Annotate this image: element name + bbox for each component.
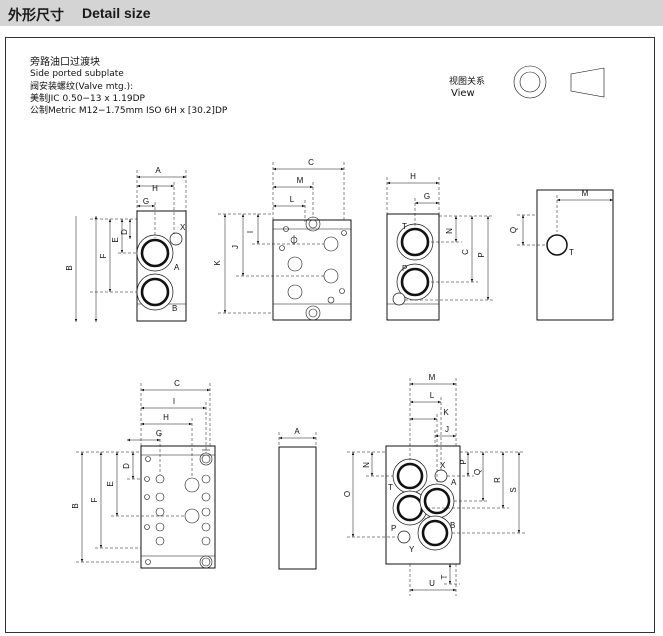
- view3-dim-n: N: [445, 228, 454, 234]
- view7-top-view: M L K J P Q R S N O U T T A P B X Y: [343, 373, 525, 596]
- view1-dim-a: A: [155, 166, 161, 175]
- view1-label-port-a: A: [174, 263, 180, 272]
- view1-port-a: [136, 234, 174, 272]
- view2-dim-m: M: [297, 176, 304, 185]
- view1-dim-e: E: [111, 237, 120, 242]
- view5-dim-b: B: [71, 503, 80, 508]
- view6-end-view: A: [278, 427, 317, 570]
- view4-label-port-t: T: [569, 248, 574, 257]
- view-legend-symbol: [513, 65, 605, 99]
- view2-dim-k: K: [213, 260, 222, 266]
- view5-dim-g: G: [156, 429, 162, 438]
- view7-label-port-a: A: [451, 478, 457, 487]
- view7-dim-j: J: [445, 425, 449, 434]
- view7-dim-m: M: [429, 373, 436, 382]
- view7-label-port-b: B: [450, 521, 455, 530]
- view7-port-b: [417, 515, 453, 551]
- view1-dim-g: G: [143, 197, 149, 206]
- view3-label-port-t: T: [402, 222, 407, 231]
- note-metric-thread: 公制Metric M12−1.75mm ISO 6H x [30.2]DP: [30, 106, 228, 116]
- view1-port-b: [136, 273, 174, 311]
- view5-dim-c: C: [174, 379, 180, 388]
- view4-side-view: M Q T: [509, 189, 614, 321]
- view7-label-port-t: T: [388, 483, 393, 492]
- view-legend-label-cn: 视图关系: [449, 77, 486, 87]
- view5-dim-f: F: [90, 497, 99, 502]
- view2-dim-c: C: [308, 158, 314, 167]
- drawing-frame: [5, 37, 655, 633]
- view3-dim-g: G: [424, 192, 430, 201]
- view7-port-p: [392, 490, 428, 526]
- view7-port-a: [419, 483, 455, 519]
- view1-dim-h: H: [152, 184, 158, 193]
- view7-dim-s: S: [509, 487, 518, 492]
- note-jic-thread: 美制JIC 0.50−13 x 1.19DP: [30, 94, 145, 104]
- view7-dim-r: R: [493, 477, 502, 483]
- view1-label-x: X: [180, 223, 186, 232]
- view4-dim-q: Q: [509, 227, 518, 233]
- view7-label-port-p: P: [391, 524, 396, 533]
- view7-label-port-x: X: [440, 461, 446, 470]
- note-subplate-en: Side ported subplate: [30, 69, 124, 79]
- view5-dim-e: E: [106, 481, 115, 486]
- view1-label-port-b: B: [172, 304, 177, 313]
- view3-dim-h: H: [410, 172, 416, 181]
- view2-dim-l: L: [290, 195, 295, 204]
- header-title-cn: 外形尺寸: [8, 8, 64, 24]
- view5-dim-h: H: [163, 413, 169, 422]
- view3-dim-p: P: [477, 252, 486, 257]
- view1-dim-b: B: [65, 265, 74, 270]
- view2-side-view: C M L I J K: [213, 158, 352, 321]
- view7-dim-n: N: [362, 462, 371, 468]
- view3-label-port-p: P: [402, 264, 407, 273]
- view2-dim-j: J: [231, 245, 240, 249]
- view7-dim-u: U: [429, 579, 435, 588]
- note-valve-mtg: 阀安装螺纹(Valve mtg.):: [30, 82, 134, 92]
- header-title-en: Detail size: [82, 5, 151, 21]
- view5-dim-i: I: [173, 397, 175, 406]
- view7-dim-q: Q: [473, 469, 482, 475]
- view5-dim-d: D: [122, 463, 131, 469]
- view1-dim-d: D: [120, 229, 129, 235]
- view7-dim-o: O: [343, 491, 352, 497]
- view1-side-view: A H G D E F B X A B: [65, 166, 187, 322]
- view1-dim-f: F: [99, 253, 108, 258]
- view6-dim-a: A: [294, 427, 300, 436]
- view7-dim-l: L: [430, 391, 435, 400]
- view7-dim-t: T: [440, 574, 449, 579]
- view2-dim-i: I: [246, 231, 255, 233]
- view5-front-view: C I H G D E F B: [71, 379, 216, 569]
- view7-dim-k: K: [443, 408, 449, 417]
- note-subplate-cn: 旁路油口过渡块: [30, 57, 100, 68]
- view-legend-label-en: View: [451, 88, 475, 99]
- view3-dim-c: C: [461, 249, 470, 255]
- section-header: 外形尺寸 Detail size: [0, 0, 663, 26]
- view3-port-t: [396, 223, 434, 261]
- view7-port-t: [392, 458, 428, 494]
- view7-label-port-y: Y: [409, 545, 415, 554]
- view3-side-view: H G N C P T P: [386, 172, 494, 321]
- view4-dim-m: M: [582, 189, 589, 198]
- view7-dim-p: P: [459, 459, 468, 464]
